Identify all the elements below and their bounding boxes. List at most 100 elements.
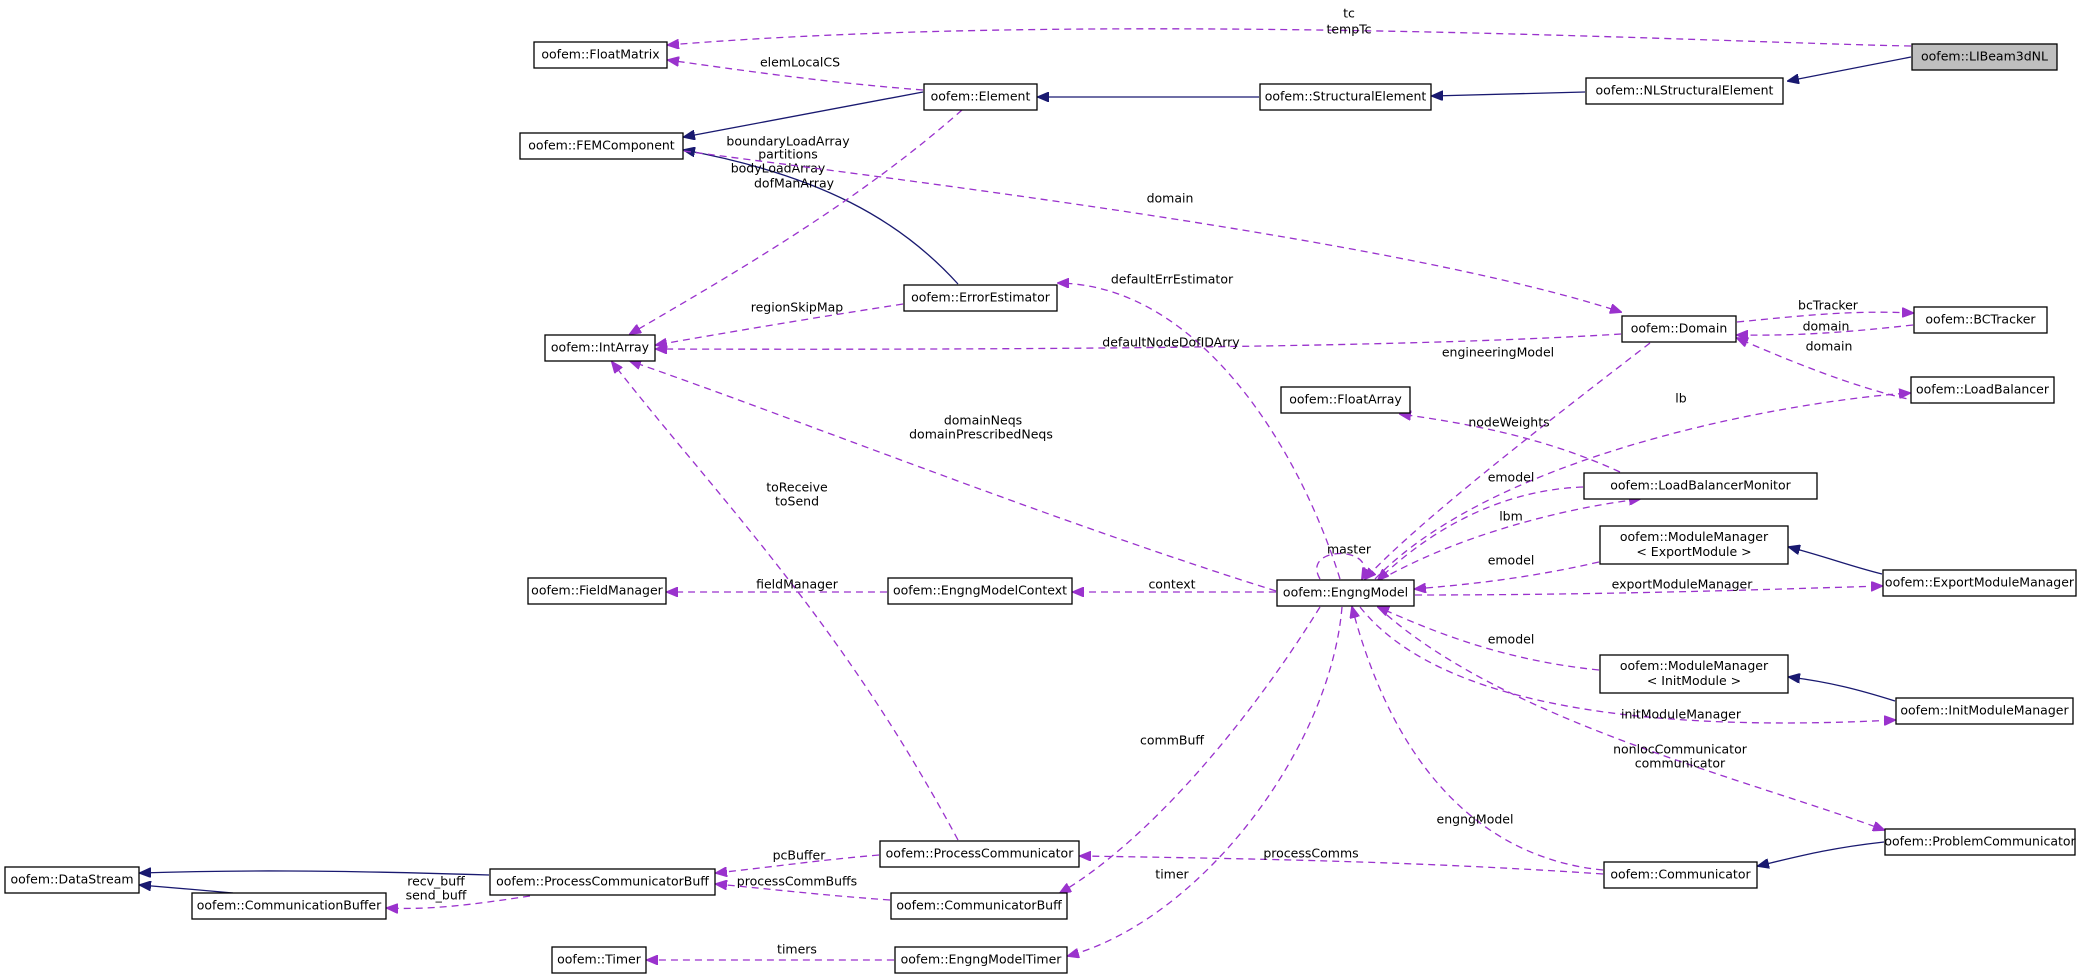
node-label: oofem::InitModuleManager [1900,703,2069,718]
class-node-export-module-manager[interactable]: oofem::ExportModuleManager [1882,569,2077,597]
class-node-field-manager[interactable]: oofem::FieldManager [527,577,667,605]
node-label: oofem::EngngModelTimer [901,952,1063,967]
edge-femcomponent-to-domain: domain [683,150,1621,312]
edge-load-balancer-to-domain: domain [1737,338,1931,404]
class-node-engng-model[interactable]: oofem::EngngModel [1276,579,1415,607]
node-box [923,83,1038,111]
class-node-process-communicator-buff[interactable]: oofem::ProcessCommunicatorBuff [489,868,716,896]
edge-label: dofManArray [754,176,835,191]
edge-communicator-to-problem-communicator [1758,841,1885,866]
inheritance-arrow [1758,841,1885,866]
class-node-float-matrix[interactable]: oofem::FloatMatrix [533,41,668,69]
edge-engng-model-context-to-field-manager: fieldManager [667,577,887,593]
class-node-load-balancer-monitor[interactable]: oofem::LoadBalancerMonitor [1583,472,1818,500]
node-box [1583,472,1818,500]
node-box [191,892,387,920]
class-node-data-stream[interactable]: oofem::DataStream [4,866,140,894]
edge-data-stream-to-process-communicator-buff [140,871,490,875]
node-label: oofem::StructuralElement [1265,89,1427,104]
node-label: oofem::CommunicatorBuff [896,898,1062,913]
usage-arrow [1374,393,1910,580]
edge-label: defaultErrEstimator [1111,272,1234,287]
edge-domain-to-engng-model: engineeringModel [1365,342,1651,579]
edge-label: bodyLoadArray [731,161,826,176]
class-node-communication-buffer[interactable]: oofem::CommunicationBuffer [191,892,387,920]
class-node-femcomponent[interactable]: oofem::FEMComponent [519,132,684,160]
class-node-structural-element[interactable]: oofem::StructuralElement [1259,83,1432,111]
edge-load-balancer-monitor-to-float-array: nodeWeights [1400,414,1621,473]
node-label: oofem::FloatMatrix [541,47,659,62]
node-label: oofem::IntArray [551,340,650,355]
class-node-domain[interactable]: oofem::Domain [1621,315,1737,343]
class-node-mminit[interactable]: oofem::ModuleManager< InitModule > [1599,654,1789,694]
edge-label: domainNeqs [944,413,1022,428]
edge-label: processComms [1263,846,1358,861]
node-label: oofem::DataStream [10,872,133,887]
class-node-mmexport[interactable]: oofem::ModuleManager< ExportModule > [1599,525,1789,565]
usage-arrow [716,884,891,901]
node-box [1911,43,2058,71]
usage-arrow [1365,342,1651,579]
class-node-int-array[interactable]: oofem::IntArray [544,334,656,362]
edge-data-stream-to-communication-buffer [140,885,234,894]
edge-engng-model-to-engng-model: master [1316,542,1372,580]
class-node-communicator[interactable]: oofem::Communicator [1603,861,1758,889]
class-node-load-balancer[interactable]: oofem::LoadBalancer [1910,376,2055,404]
inheritance-arrow [1788,56,1912,81]
usage-arrow [1415,561,1600,589]
node-label: oofem::LoadBalancer [1916,382,2050,397]
inheritance-arrow [1432,92,1586,96]
node-label: oofem::LoadBalancerMonitor [1610,478,1791,493]
usage-arrow [656,303,904,345]
class-node-timer[interactable]: oofem::Timer [551,946,647,974]
node-box [544,334,656,362]
node-label: < ExportModule > [1636,544,1751,559]
edge-label: initModuleManager [1621,707,1742,722]
edge-label: exportModuleManager [1612,577,1754,592]
class-node-communicator-buff[interactable]: oofem::CommunicatorBuff [890,892,1068,920]
edge-label: recv_buff [407,874,465,889]
class-node-engng-model-context[interactable]: oofem::EngngModelContext [887,577,1073,605]
edge-process-communicator-to-process-communicator-buff: pcBuffer [716,848,880,874]
edge-label: toSend [775,494,819,509]
edge-error-estimator-to-int-array: regionSkipMap [656,300,904,346]
edge-engng-model-to-export-module-manager: exportModuleManager [1414,577,1882,596]
node-box [1585,77,1784,105]
edge-label: lbm [1499,509,1523,524]
node-box [1913,306,2048,334]
node-box [551,946,647,974]
class-node-nlstructural-element[interactable]: oofem::NLStructuralElement [1585,77,1784,105]
class-node-engng-model-timer[interactable]: oofem::EngngModelTimer [894,946,1068,974]
class-node-float-array[interactable]: oofem::FloatArray [1280,386,1411,414]
usage-arrow [668,28,1912,46]
node-label: < InitModule > [1647,673,1741,688]
usage-arrow [1352,607,1604,871]
class-node-error-estimator[interactable]: oofem::ErrorEstimator [903,284,1058,312]
node-label: oofem::Element [931,89,1031,104]
edge-label: defaultNodeDofIDArry [1102,335,1240,350]
class-node-process-communicator[interactable]: oofem::ProcessCommunicator [879,840,1080,868]
class-node-element[interactable]: oofem::Element [923,83,1038,111]
edge-label: send_buff [406,888,467,903]
class-node-bctracker[interactable]: oofem::BCTracker [1913,306,2048,334]
node-label: oofem::ModuleManager [1620,529,1769,544]
inheritance-arrow [684,150,959,285]
node-box [1884,828,2076,856]
edge-label: emodel [1488,632,1535,647]
edge-label: emodel [1488,553,1535,568]
edge-engng-model-to-communicator-buff: commBuff [1060,606,1321,893]
edge-communicator-buff-to-process-communicator-buff: processCommBuffs [716,874,891,901]
edge-label: engngModel [1437,812,1514,827]
node-box [879,840,1080,868]
usage-arrow [1060,606,1321,893]
node-label: oofem::ModuleManager [1620,658,1769,673]
class-node-problem-communicator[interactable]: oofem::ProblemCommunicator [1884,828,2077,856]
node-box [489,868,716,896]
node-box [1603,861,1758,889]
node-box [890,892,1068,920]
node-label: oofem::ProcessCommunicator [886,846,1075,861]
class-node-init-module-manager[interactable]: oofem::InitModuleManager [1895,697,2074,725]
